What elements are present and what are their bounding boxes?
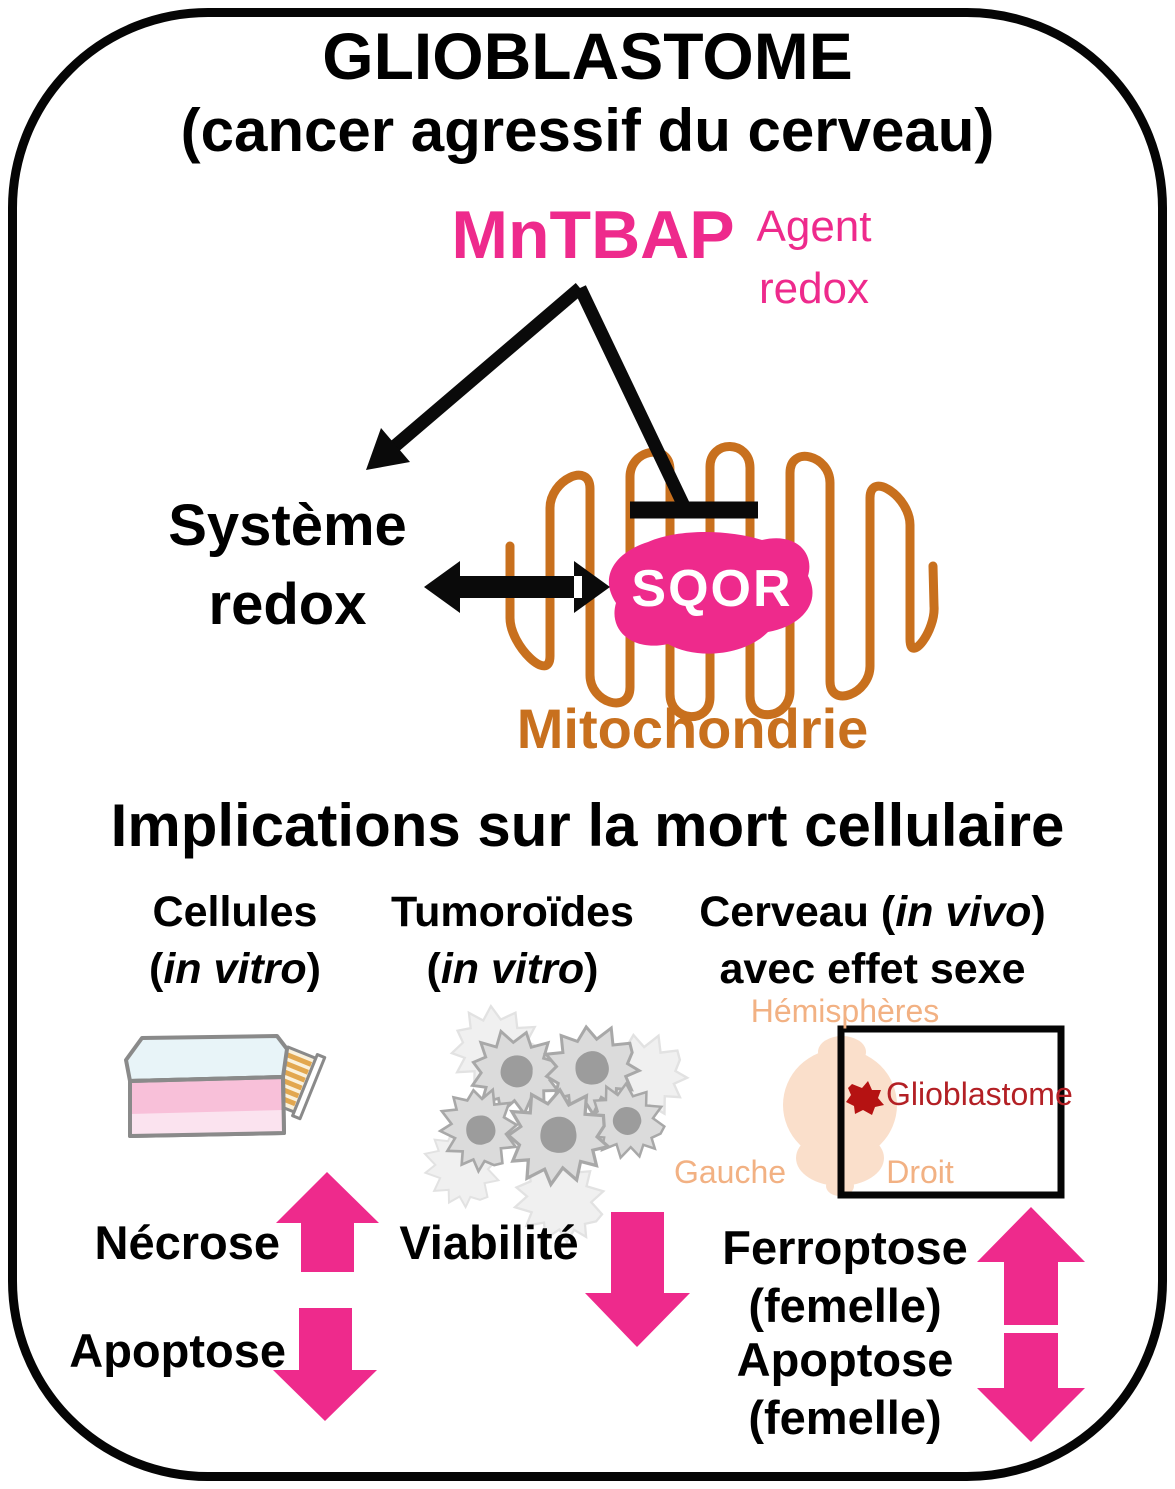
model-name: Cellules [152, 888, 318, 936]
inhibition-line [574, 285, 690, 509]
rounded-border [8, 8, 1167, 1481]
finding-necrosis: Nécrose [94, 1216, 281, 1269]
zoom-box [837, 1025, 1065, 1199]
finding-ferroptosis-female: Ferroptose (femelle) [722, 1221, 968, 1333]
left-hemisphere-label: Gauche [673, 1154, 787, 1190]
up-arrow-icon [977, 1207, 1085, 1325]
main-title: GLIOBLASTOME [322, 19, 853, 93]
model-context: avec effet sexe [719, 945, 1026, 994]
mitochondrion-label: Mitochondrie [516, 697, 869, 760]
activation-arrow-line [390, 283, 585, 451]
culture-flask-icon [124, 1034, 327, 1138]
model-column-cells: Cellules (in vitro) [100, 884, 370, 998]
model-context: (in vitro) [426, 945, 599, 994]
double-arrow-icon [424, 561, 610, 613]
down-arrow-icon [273, 1308, 377, 1421]
treatment-role: Agent redox [756, 202, 872, 314]
treatment-name: MnTBAP [451, 197, 735, 273]
finding-apoptosis-female: Apoptose (femelle) [736, 1333, 954, 1445]
hemispheres-label: Hémisphères [750, 993, 940, 1029]
up-arrow-icon [276, 1172, 379, 1272]
model-column-brain: Cerveau (in vivo) avec effet sexe [665, 884, 1080, 998]
down-arrow-icon [585, 1212, 690, 1347]
finding-viability: Viabilité [399, 1216, 579, 1269]
section-heading: Implications sur la mort cellulaire [110, 792, 1065, 859]
redox-system-label: Système redox [168, 493, 407, 637]
down-arrow-icon [977, 1333, 1085, 1442]
activation-arrowhead-icon [366, 428, 410, 470]
model-context: (in vitro) [149, 945, 321, 994]
main-subtitle: (cancer agressif du cerveau) [180, 97, 995, 164]
glioblastoma-label: Glioblastome [886, 1076, 1073, 1112]
sqor-enzyme-label: SQOR [631, 560, 793, 618]
tumor-blob [846, 1081, 884, 1115]
finding-apoptosis: Apoptose [69, 1324, 286, 1377]
sqor-blob [608, 532, 813, 654]
right-hemisphere-label: Droit [886, 1154, 954, 1190]
model-name: Tumoroïdes [391, 888, 634, 936]
model-column-tumoroids: Tumoroïdes (in vitro) [370, 884, 655, 998]
mitochondrion-icon [505, 442, 939, 721]
model-name: Cerveau (in vivo) [699, 888, 1046, 936]
